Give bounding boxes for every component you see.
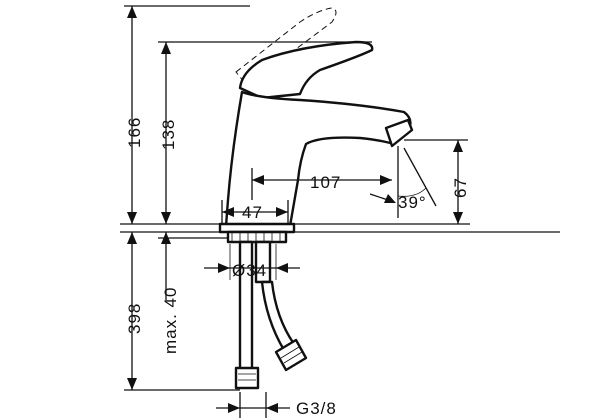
arrow-107-left bbox=[252, 175, 264, 185]
arrow-47-right bbox=[276, 207, 288, 217]
arrow-138-bottom bbox=[161, 212, 171, 224]
angle-arrow bbox=[384, 194, 396, 203]
dim-label-398: 398 bbox=[125, 303, 144, 334]
arrow-34-left bbox=[218, 263, 230, 273]
dim-label-39: 39° bbox=[398, 193, 427, 212]
dim-label-g38: G3/8 bbox=[296, 399, 337, 418]
dim-label-107: 107 bbox=[310, 173, 341, 192]
arrow-398-bottom bbox=[127, 378, 137, 390]
nut-knurl bbox=[231, 232, 281, 242]
fitting-knurl-right bbox=[280, 346, 303, 364]
arrow-107-right bbox=[380, 175, 392, 185]
fitting-knurl-left bbox=[238, 373, 256, 381]
hose-right bbox=[260, 280, 296, 352]
arrow-67-top bbox=[453, 140, 463, 152]
angle-water-stream bbox=[403, 147, 437, 207]
dim-label-166: 166 bbox=[125, 117, 144, 148]
arrow-398-top bbox=[127, 232, 137, 244]
hose-fitting-left bbox=[234, 366, 260, 390]
arrow-67-bottom bbox=[453, 212, 463, 224]
arrow-166-top bbox=[127, 6, 137, 18]
dim-label-138: 138 bbox=[159, 119, 178, 150]
arrow-166-bottom bbox=[127, 212, 137, 224]
mounting-nut bbox=[226, 230, 288, 244]
angle-arc bbox=[397, 187, 427, 197]
lever-handle bbox=[238, 40, 374, 100]
arrow-34-right bbox=[276, 263, 288, 273]
dim-label-67: 67 bbox=[451, 177, 470, 198]
aerator bbox=[384, 118, 414, 148]
arrow-g38-left bbox=[228, 403, 240, 413]
faucet-body bbox=[224, 90, 412, 228]
arrow-47-left bbox=[222, 207, 234, 217]
arrow-40-top bbox=[161, 232, 171, 244]
raised-lever-ghost bbox=[235, 7, 337, 83]
dim-label-34: Ø34 bbox=[232, 261, 267, 280]
dim-label-47: 47 bbox=[242, 203, 263, 222]
arrow-g38-right bbox=[266, 403, 278, 413]
dim-label-max40: max. 40 bbox=[161, 287, 180, 354]
arrow-138-top bbox=[161, 42, 171, 54]
